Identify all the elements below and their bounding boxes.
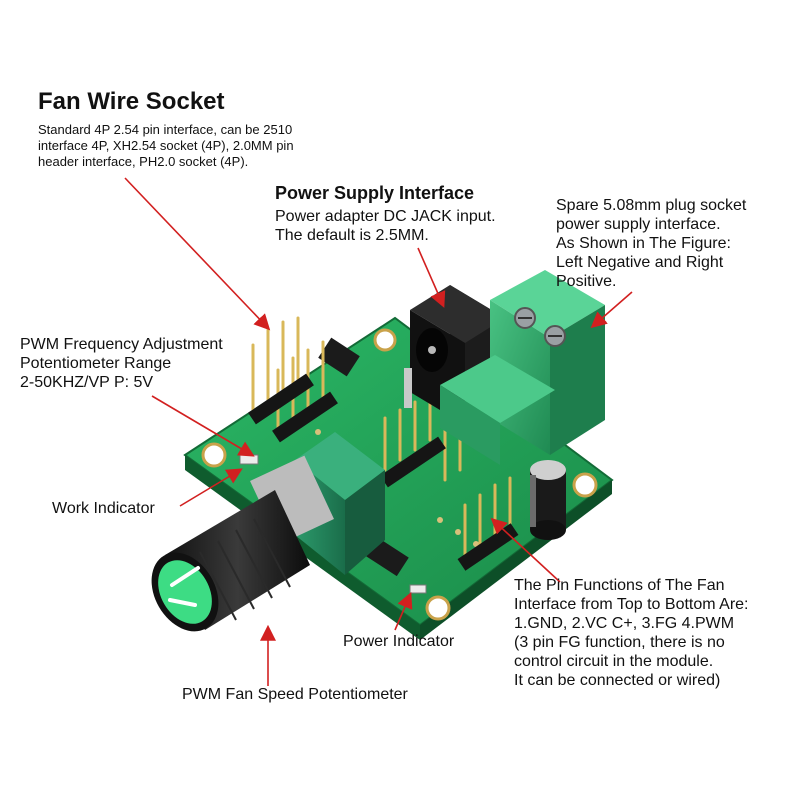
fan-wire-socket-title: Fan Wire Socket xyxy=(38,88,225,115)
mount-hole-left xyxy=(201,442,227,468)
arrow-power-supply xyxy=(417,247,446,308)
knob-cap xyxy=(158,560,212,624)
power-supply-interface-title: Power Supply Interface xyxy=(275,183,475,203)
spare-plug-socket-description: Spare 5.08mm plug socket power supply in… xyxy=(556,197,747,290)
pin-functions-description: The Pin Functions of The Fan Interface f… xyxy=(514,577,749,689)
terminal-block xyxy=(440,270,605,465)
pwm-fan-speed-label: PWM Fan Speed Potentiometer xyxy=(182,686,408,703)
potentiometer-body xyxy=(250,432,385,575)
callout-arrows xyxy=(124,177,633,686)
arrow-spare-socket xyxy=(590,291,633,329)
mount-hole-bottom xyxy=(425,595,451,621)
arrow-work-indicator xyxy=(179,468,243,507)
knob xyxy=(151,490,310,632)
mount-hole-right xyxy=(572,472,598,498)
work-indicator-led xyxy=(239,454,259,465)
arrow-pin-functions xyxy=(490,517,561,583)
power-supply-interface-description: Power adapter DC JACK input. The default… xyxy=(275,208,496,244)
arrow-power-indicator xyxy=(394,592,413,631)
power-indicator-label: Power Indicator xyxy=(343,633,455,650)
arrow-pwm-frequency xyxy=(151,395,255,457)
ic-chip-upper xyxy=(318,337,360,377)
pwm-frequency-description: PWM Frequency Adjustment Potentiometer R… xyxy=(20,336,223,391)
power-indicator-led xyxy=(409,584,427,594)
arrow-fan-wire-socket xyxy=(124,177,271,331)
fan-wire-socket-description: Standard 4P 2.54 pin interface, can be 2… xyxy=(38,122,294,169)
capacitor xyxy=(530,460,566,540)
work-indicator-label: Work Indicator xyxy=(52,500,155,517)
mount-hole-top xyxy=(373,328,397,352)
